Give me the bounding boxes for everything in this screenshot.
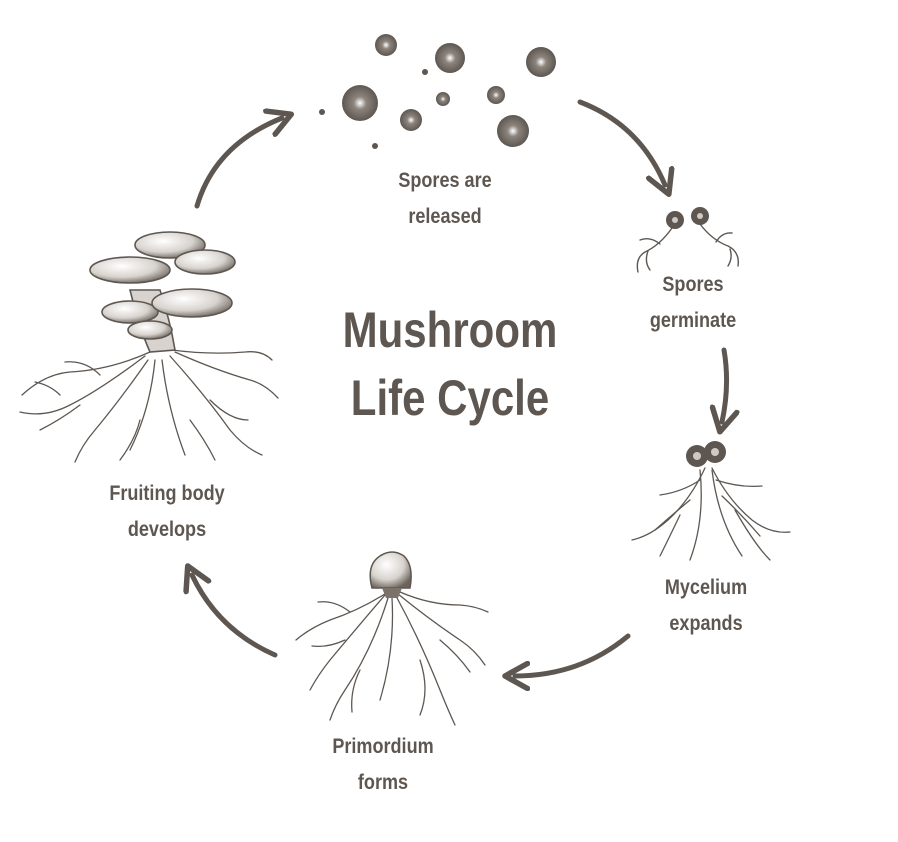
arrow-fruiting-body-to-spores xyxy=(194,118,282,209)
stage-label-mycelium-expands: Mycelium expands xyxy=(664,576,748,635)
title-line-2: Life Cycle xyxy=(350,370,550,426)
germinating-spores-icon xyxy=(636,207,739,273)
stage-label-primordium-forms: Primordium forms xyxy=(332,735,434,794)
title-line-1: Mushroom xyxy=(342,302,558,358)
stage-label-spores-released: Spores are released xyxy=(398,169,492,228)
spores-icon xyxy=(319,34,556,149)
fruiting-body-icon xyxy=(19,231,279,463)
arrow-primordium-to-fruiting-body xyxy=(192,575,278,658)
stage-label-spores-germinate: Spores germinate xyxy=(649,273,737,332)
arrow-spores-released-to-germinate xyxy=(577,99,665,185)
primordium-icon xyxy=(295,551,489,726)
diagram-title: Mushroom Life Cycle xyxy=(307,296,593,432)
stage-label-fruiting-body-develops: Fruiting body develops xyxy=(109,482,225,541)
mycelium-icon xyxy=(631,441,791,561)
arrow-germinate-to-mycelium xyxy=(722,347,727,422)
arrow-mycelium-to-primordium xyxy=(515,633,631,676)
